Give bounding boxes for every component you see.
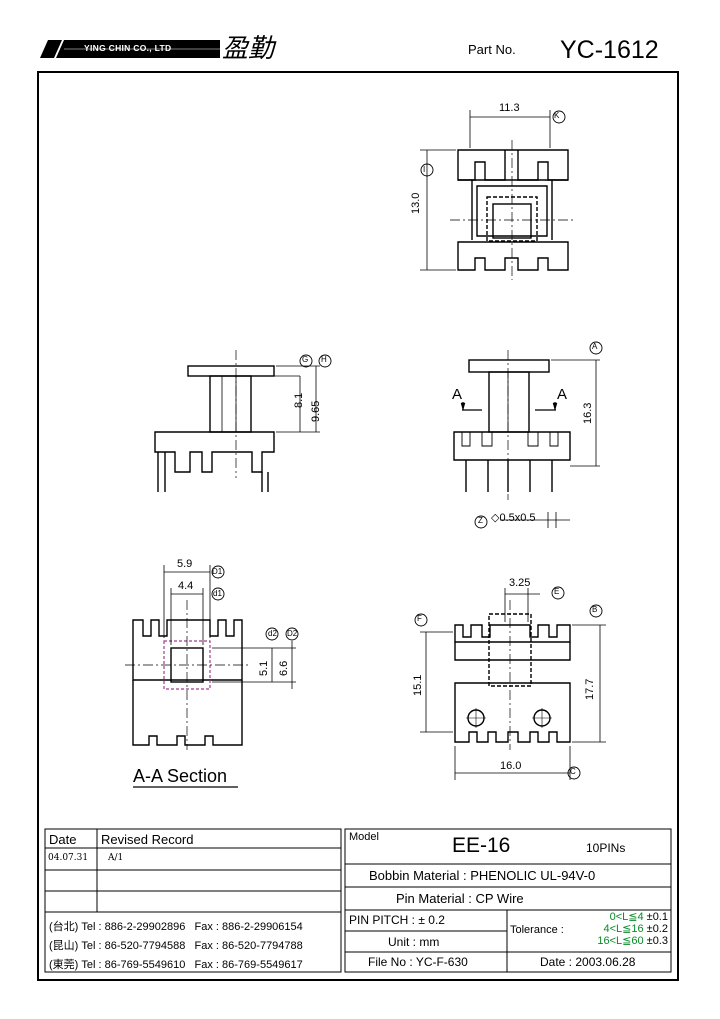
tolerance-value: ±0.1 xyxy=(646,911,668,923)
contact-tel: Tel : 86-520-7794588 xyxy=(81,940,186,952)
pin-pitch-row: PIN PITCH : ± 0.2 xyxy=(349,913,445,927)
section-cut-right: A xyxy=(557,386,568,403)
balloon-e: E xyxy=(554,587,560,596)
company-name-en: YING CHIN CO., LTD xyxy=(84,43,172,53)
tolerance-value: ±0.3 xyxy=(646,935,668,947)
dim-6-6: 6.6 xyxy=(278,660,290,676)
part-number: YC-1612 xyxy=(560,36,659,64)
title-block-grid xyxy=(44,828,672,973)
pin-material-value: CP Wire xyxy=(475,891,524,906)
dim-4-4: 4.4 xyxy=(178,580,194,592)
contact-row: (東莞) Tel : 86-769-5549610 Fax : 86-769-5… xyxy=(49,956,303,972)
balloon-f: F xyxy=(417,614,422,623)
pin-material-row: Pin Material : CP Wire xyxy=(396,891,524,906)
bobbin-material-row: Bobbin Material : PHENOLIC UL-94V-0 xyxy=(369,868,595,883)
dim-9-65: 9.65 xyxy=(310,400,322,422)
contact-tel: Tel : 886-2-29902896 xyxy=(81,921,186,933)
pin-material-label: Pin Material : xyxy=(396,891,472,906)
tolerance-range: 4<L≦16 xyxy=(603,923,644,935)
tolerance-range: 0<L≦4 xyxy=(609,911,644,923)
dim-15-1: 15.1 xyxy=(412,674,424,696)
section-view xyxy=(125,565,299,788)
drawing-date-value: 2003.06.28 xyxy=(575,955,636,969)
model-name: EE-16 xyxy=(452,834,511,857)
dim-height-top: 13.0 xyxy=(410,192,422,214)
bobbin-material-label: Bobbin Material : xyxy=(369,868,467,883)
dim-5-1: 5.1 xyxy=(258,660,270,676)
balloon-d1-lower: d1 xyxy=(213,589,222,598)
front-view xyxy=(453,341,603,529)
tolerance-row: 4<L≦16 ±0.2 xyxy=(572,923,668,935)
contact-row: (台北) Tel : 886-2-29902896 Fax : 886-2-29… xyxy=(49,918,303,934)
part-no-label: Part No. xyxy=(468,42,516,57)
pin-count: 10PINs xyxy=(586,841,626,855)
bobbin-material-value: PHENOLIC UL-94V-0 xyxy=(470,868,596,883)
balloon-a: A xyxy=(592,342,598,351)
drawing-date-row: Date : 2003.06.28 xyxy=(540,955,635,969)
contact-location: (昆山) xyxy=(49,940,79,952)
contact-fax: Fax : 86-769-5549617 xyxy=(194,959,303,971)
balloon-z: Z xyxy=(478,516,483,525)
unit-value: mm xyxy=(419,935,440,949)
balloon-c: C xyxy=(570,767,576,776)
balloon-d2: D2 xyxy=(287,629,298,638)
file-no-label: File No : xyxy=(368,955,413,969)
dim-5-9: 5.9 xyxy=(177,558,193,570)
dim-16-0: 16.0 xyxy=(500,760,522,772)
contact-location: (台北) xyxy=(49,921,79,933)
tolerance-row: 16<L≦60 ±0.3 xyxy=(572,935,668,947)
contact-tel: Tel : 86-769-5549610 xyxy=(81,959,186,971)
dim-16-3: 16.3 xyxy=(582,402,594,424)
record-header: Revised Record xyxy=(101,832,194,847)
drawing-frame xyxy=(37,71,679,981)
tolerance-row: 0<L≦4 ±0.1 xyxy=(572,911,668,923)
tolerance-table: 0<L≦4 ±0.1 4<L≦16 ±0.2 16<L≦60 ±0.3 xyxy=(572,911,668,947)
record-date-header: Date xyxy=(49,832,77,847)
balloon-d1-upper: D1 xyxy=(212,567,223,576)
side-view xyxy=(154,350,332,492)
top-view xyxy=(420,110,575,280)
record-row-date: 04.07.31 xyxy=(48,853,89,863)
balloon-b: B xyxy=(592,605,598,614)
model-label: Model xyxy=(349,831,379,843)
tolerance-value: ±0.2 xyxy=(646,923,668,935)
contact-location: (東莞) xyxy=(49,959,79,971)
balloon-g: G xyxy=(302,355,309,364)
dim-17-7: 17.7 xyxy=(584,678,596,700)
balloon-d2-small: d2 xyxy=(268,629,277,638)
balloon-i: I xyxy=(423,165,426,174)
bottom-view xyxy=(414,586,606,780)
company-name-cn: 盈勤 xyxy=(222,34,275,64)
file-no-value: YC-F-630 xyxy=(415,955,468,969)
contact-row: (昆山) Tel : 86-520-7794588 Fax : 86-520-7… xyxy=(49,937,303,953)
tolerance-label: Tolerance : xyxy=(510,924,564,936)
dim-8-1: 8.1 xyxy=(293,392,305,408)
dim-width-top: 11.3 xyxy=(499,102,520,114)
pin-pitch-value: ± 0.2 xyxy=(418,913,445,927)
pin-pitch-label: PIN PITCH : xyxy=(349,913,416,927)
file-no-row: File No : YC-F-630 xyxy=(368,955,468,969)
record-row-text: A/1 xyxy=(108,853,124,863)
company-logo xyxy=(40,40,220,58)
balloon-h: H xyxy=(321,355,327,364)
balloon-k: K xyxy=(554,111,560,120)
tolerance-range: 16<L≦60 xyxy=(597,935,644,947)
contact-fax: Fax : 886-2-29906154 xyxy=(194,921,303,933)
drawing-date-label: Date : xyxy=(540,955,573,969)
section-title: A-A Section xyxy=(133,766,228,786)
unit-row: Unit : mm xyxy=(388,935,439,949)
section-cut-left: A xyxy=(452,386,463,403)
unit-label: Unit : xyxy=(388,935,417,949)
dim-3-25: 3.25 xyxy=(509,577,531,589)
dim-tolerance-box: ◇0.5x0.5 xyxy=(491,512,536,524)
contact-fax: Fax : 86-520-7794788 xyxy=(194,940,303,952)
